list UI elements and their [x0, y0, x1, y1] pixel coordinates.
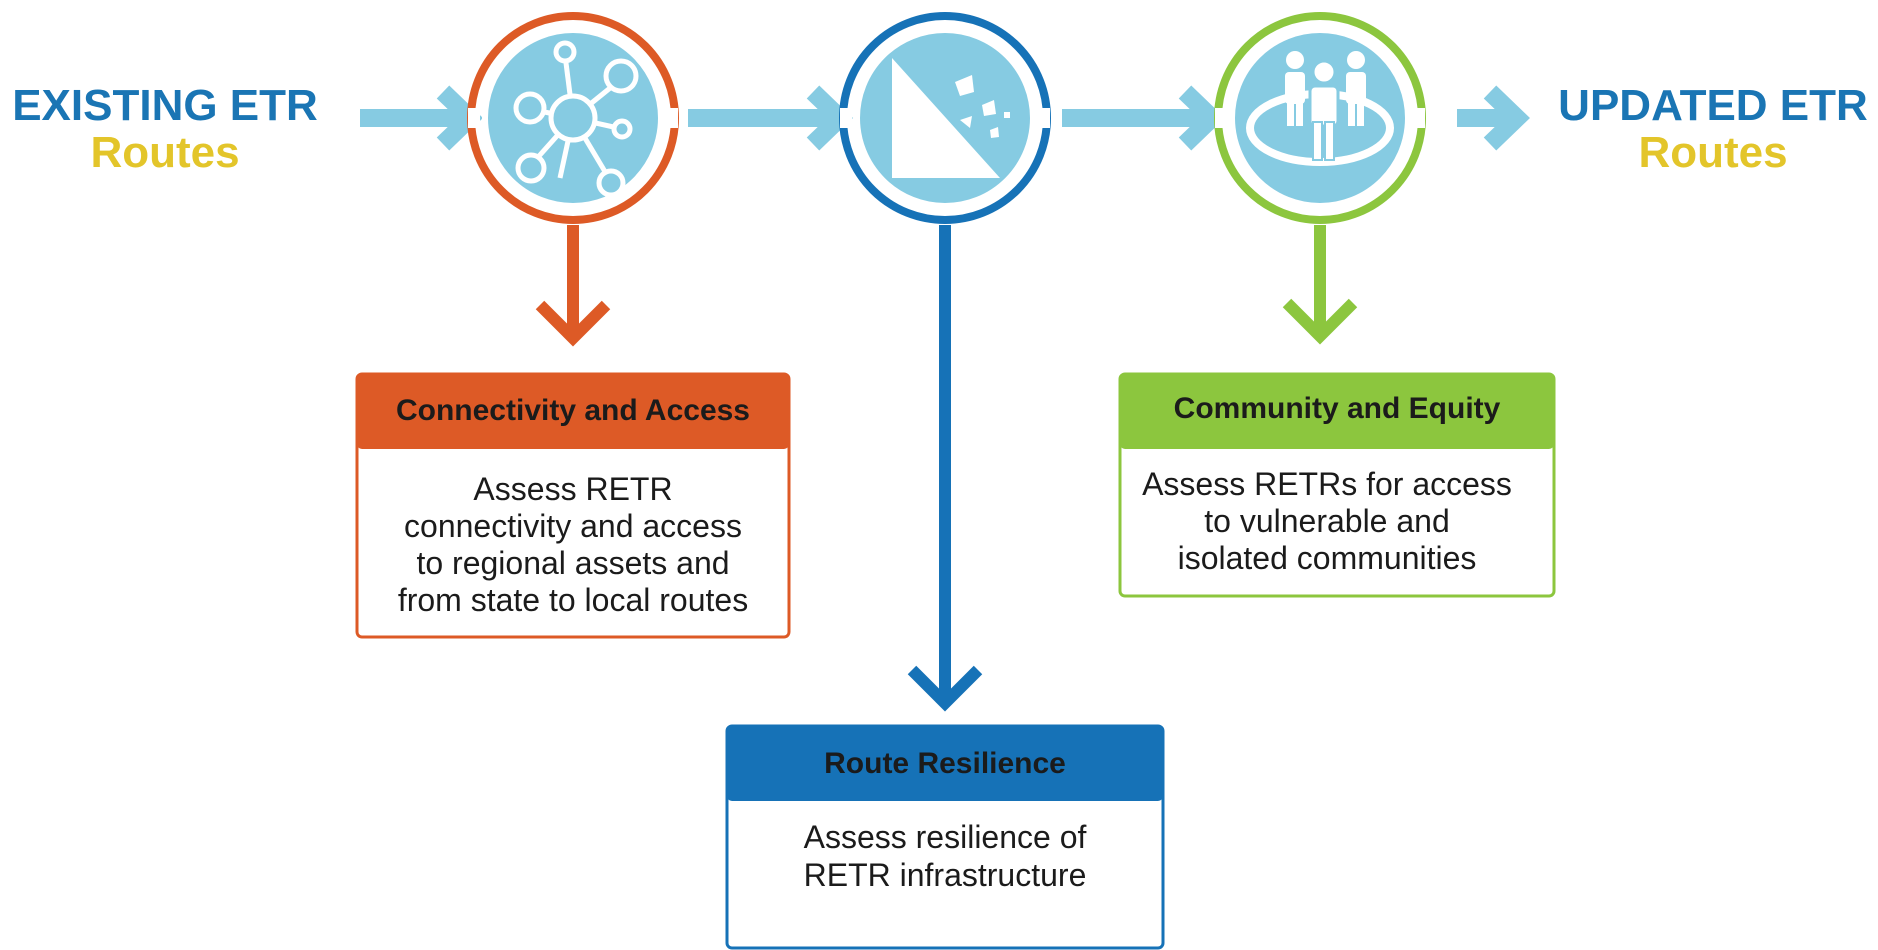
community-body-line-1: Assess RETRs for access: [1142, 466, 1512, 502]
down-arrow-connectivity: [535, 225, 611, 347]
community-body-line-2: to vulnerable and: [1204, 503, 1450, 539]
resilience-body-line-1: Assess resilience of: [804, 819, 1087, 855]
connectivity-body-line-3: to regional assets and: [416, 545, 729, 581]
existing-routes-label: Routes: [90, 128, 239, 177]
resilience-step: [839, 12, 1051, 224]
resilience-box-header: [727, 726, 1163, 801]
connectivity-box: Connectivity and Access Assess RETR conn…: [355, 372, 791, 639]
community-body-line-3: isolated communities: [1178, 540, 1477, 576]
down-arrow-resilience: [907, 225, 983, 712]
updated-routes-label: Routes: [1638, 128, 1787, 177]
resilience-title: Route Resilience: [824, 747, 1066, 780]
connectivity-box-header: [357, 374, 789, 449]
community-box: Community and Equity Assess RETRs for ac…: [1118, 372, 1556, 598]
connectivity-body-line-2: connectivity and access: [404, 508, 742, 544]
existing-etr-label: EXISTING ETR: [12, 81, 318, 130]
people-group-icon: [1246, 51, 1394, 166]
connectivity-body-line-1: Assess RETR: [473, 471, 672, 507]
flow-arrow-1: [360, 85, 483, 151]
resilience-box: Route Resilience Assess resilience of RE…: [725, 724, 1165, 950]
community-title: Community and Equity: [1174, 392, 1501, 425]
updated-etr-label: UPDATED ETR: [1558, 81, 1868, 130]
community-step: [1214, 12, 1426, 224]
community-box-header: [1120, 374, 1554, 449]
flow-arrow-4: [1457, 85, 1530, 151]
connectivity-body-line-4: from state to local routes: [398, 582, 748, 618]
flow-arrow-3: [1062, 85, 1225, 151]
landslide-icon: [892, 58, 1010, 178]
connectivity-step: [467, 12, 679, 224]
network-nodes-icon: [513, 40, 639, 198]
connectivity-title: Connectivity and Access: [396, 394, 750, 427]
down-arrow-community: [1282, 225, 1358, 345]
flow-arrow-2: [688, 85, 853, 151]
resilience-body-line-2: RETR infrastructure: [804, 857, 1087, 893]
